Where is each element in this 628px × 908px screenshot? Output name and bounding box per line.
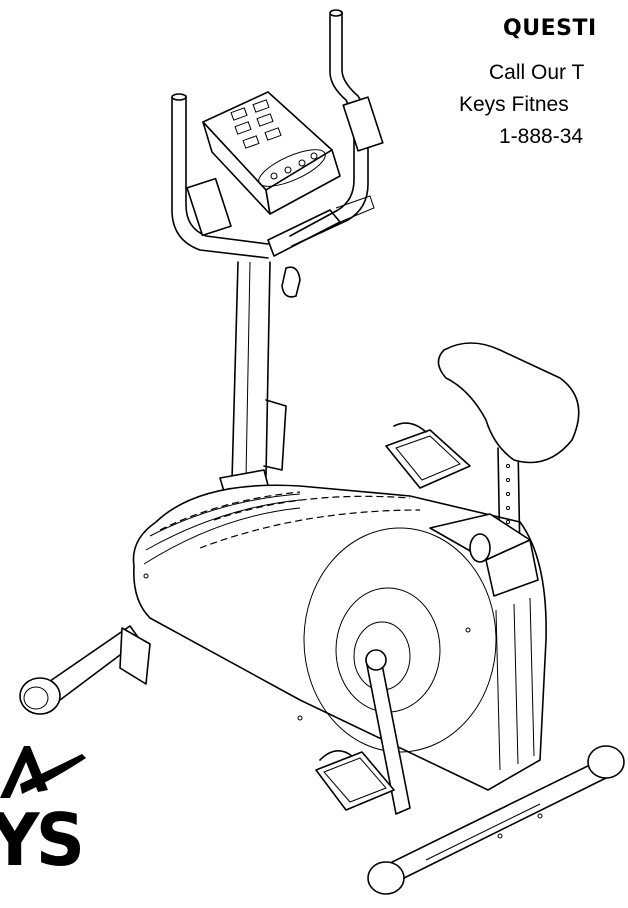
rear-stabilizer xyxy=(367,745,625,895)
handlebar-post xyxy=(219,261,301,519)
contact-line-company: Keys Fitnes xyxy=(459,93,569,116)
keys-fitness-logo: YS xyxy=(0,740,110,890)
logo-text: YS xyxy=(0,798,85,882)
pedal-crank xyxy=(315,422,471,815)
console xyxy=(202,91,341,215)
logo-swoosh-icon xyxy=(0,746,86,798)
seat-assembly xyxy=(429,342,580,597)
contact-line-phone: 1-888-34 xyxy=(499,125,584,148)
front-stabilizer xyxy=(19,625,151,715)
contact-line-call: Call Our T xyxy=(489,61,585,84)
handlebar xyxy=(171,9,384,259)
questions-heading: QUESTI xyxy=(503,16,597,41)
